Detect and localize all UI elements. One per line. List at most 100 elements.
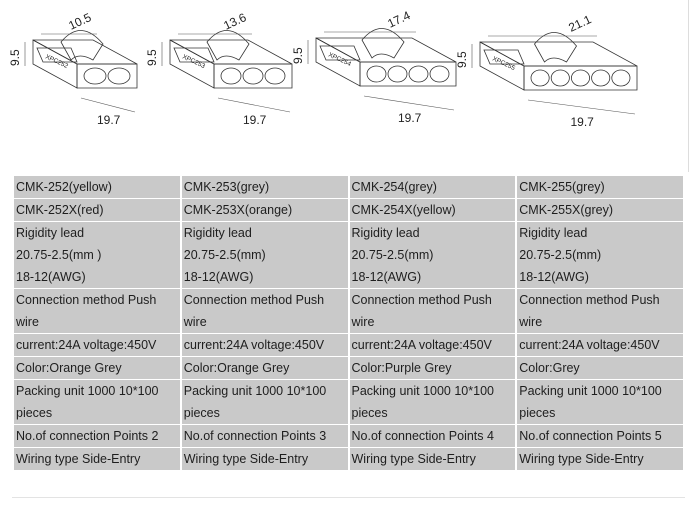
dimension-line [527, 99, 636, 115]
cell-line: 18-12(AWG) [351, 270, 422, 284]
cell-line: current:24A voltage:450V [519, 338, 660, 352]
cell-line: 20.75-2.5(mm) [519, 248, 602, 262]
cell-line: Color:Orange Grey [16, 361, 122, 375]
cell-line: current:24A voltage:450V [183, 338, 325, 352]
cell-line: Packing unit 1000 10*100 [519, 384, 662, 398]
table-cell: No.of connection Points 5 [517, 425, 683, 447]
wire-hole [408, 65, 429, 83]
cell-line: Color:Grey [519, 361, 580, 375]
label-window [36, 47, 78, 63]
cell-line: No.of connection Points 3 [183, 429, 327, 443]
label-window [319, 45, 361, 61]
dimension-line [217, 97, 291, 113]
table-cell: current:24A voltage:450V [349, 334, 516, 356]
cell-line: current:24A voltage:450V [351, 338, 492, 352]
cell-line: No.of connection Points 5 [519, 429, 662, 443]
table-row: Packing unit 1000 10*100 pieces Packing un… [14, 380, 683, 424]
table-cell: No.of connection Points 2 [14, 425, 180, 447]
cell-line: Rigidity lead [351, 226, 420, 240]
wire-hole [429, 65, 450, 83]
side-face [479, 41, 525, 91]
table-cell: current:24A voltage:450V [181, 334, 348, 356]
table-row: current:24A voltage:450V current:24A volt… [14, 334, 683, 356]
front-face [359, 61, 457, 87]
cell-line: Wiring type Side-Entry [16, 452, 141, 466]
dimension-line [363, 95, 455, 111]
table-cell: Color:Grey [517, 357, 683, 379]
connector-drawings: XPC25210.59.519.7XPC25313.69.519.7XPC254… [8, 8, 638, 129]
wire-hole [550, 69, 570, 87]
release-lever [534, 32, 577, 63]
cell-line: pieces [16, 406, 53, 420]
cell-line: CMK-255(grey) [519, 180, 605, 194]
release-lever [361, 28, 405, 59]
cell-line: 20.75-2.5(mm) [351, 248, 434, 262]
image-edge-line [688, 0, 689, 172]
table-cell: Wiring type Side-Entry [14, 448, 180, 470]
width-dimension: 17.4 [385, 8, 412, 31]
cell-line: Connection method Push [183, 293, 325, 307]
table-cell: current:24A voltage:450V [517, 334, 683, 356]
table-cell: Rigidity lead 20.75-2.5(mm) 18-12(AWG) [349, 222, 516, 288]
wire-hole [220, 67, 242, 85]
table-cell: CMK-255X(grey) [517, 199, 683, 221]
cell-line: Rigidity lead [183, 226, 252, 240]
cell-line: Packing unit 1000 10*100 [183, 384, 327, 398]
height-dimension: 9.5 [455, 51, 469, 68]
table-cell: CMK-254X(yellow) [349, 199, 516, 221]
cell-line: 20.75-2.5(mm) [183, 248, 266, 262]
cell-line: wire [183, 315, 207, 329]
table-cell: Packing unit 1000 10*100 pieces [14, 380, 180, 424]
cell-line: Connection method Push wire [351, 293, 492, 329]
release-lever [60, 30, 104, 61]
table-cell: Color:Orange Grey [181, 357, 348, 379]
cell-line: No.of connection Points 4 [351, 429, 494, 443]
height-dimension: 9.5 [8, 49, 22, 66]
label-window [483, 49, 525, 65]
cell-line: CMK-253X(orange) [183, 203, 293, 217]
length-dimension: 19.7 [97, 113, 121, 127]
cell-line: Packing unit 1000 10*100 [16, 384, 159, 398]
front-face [76, 63, 138, 89]
table-row: CMK-252X(red) CMK-253X(orange) CMK-254X(ye… [14, 199, 683, 221]
wire-hole [107, 67, 131, 85]
cell-line: Connection method Push wire [519, 293, 660, 329]
width-dimension: 21.1 [566, 12, 593, 35]
wire-hole [387, 65, 408, 83]
cell-line: CMK-252X(red) [16, 203, 104, 217]
height-dimension: 9.5 [291, 47, 305, 64]
table-bottom-line [12, 497, 685, 498]
table-cell: CMK-254(grey) [349, 176, 516, 198]
width-dimension: 13.6 [221, 10, 248, 33]
width-dimension: 10.5 [66, 10, 93, 33]
spec-table: CMK-252(yellow)CMK-253(grey)CMK-254(grey… [12, 175, 685, 471]
cell-line: wire [16, 315, 39, 329]
cell-line: Color:Purple Grey [351, 361, 452, 375]
wire-hole [242, 67, 264, 85]
table-cell: Wiring type Side-Entry [349, 448, 516, 470]
label-window [173, 47, 215, 63]
cell-line: CMK-255X(grey) [519, 203, 614, 217]
table-cell: CMK-252X(red) [14, 199, 180, 221]
table-row: CMK-252(yellow)CMK-253(grey)CMK-254(grey… [14, 176, 683, 198]
table-cell: Wiring type Side-Entry [517, 448, 683, 470]
length-dimension: 19.7 [398, 111, 422, 125]
cell-line: CMK-254(grey) [351, 180, 437, 194]
cell-line: CMK-253(grey) [183, 180, 270, 194]
cell-line: 18-12(AWG) [519, 270, 589, 284]
wire-hole [366, 65, 387, 83]
